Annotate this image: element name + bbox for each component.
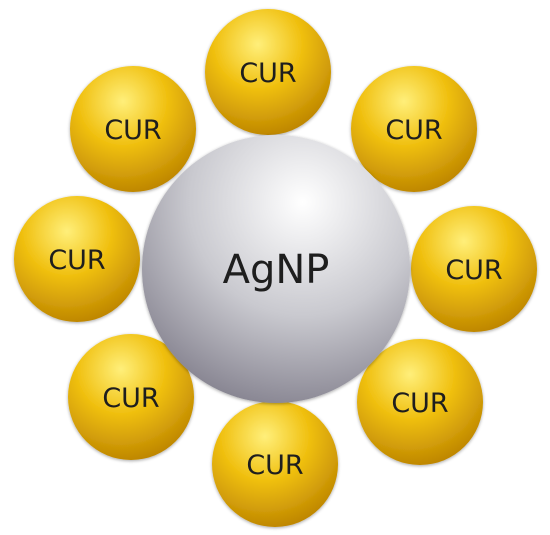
ligand-layer: CUR CUR CUR CUR CUR CUR CUR CUR bbox=[14, 9, 537, 527]
cur-ligand-label: CUR bbox=[445, 255, 502, 286]
cur-ligand-label: CUR bbox=[48, 245, 105, 276]
cur-ligand-label: CUR bbox=[385, 115, 442, 146]
cur-ligand-label: CUR bbox=[246, 450, 303, 481]
cur-ligand-label: CUR bbox=[102, 383, 159, 414]
cur-ligand-sphere: CUR bbox=[351, 66, 477, 192]
cur-ligand-circle bbox=[351, 66, 477, 192]
agnp-core-sphere: AgNP bbox=[142, 135, 410, 403]
cur-ligand-circle bbox=[70, 66, 196, 192]
cur-ligand-circle bbox=[68, 334, 194, 460]
cur-ligand-circle bbox=[14, 196, 140, 322]
cur-ligand-sphere: CUR bbox=[357, 339, 483, 465]
cur-ligand-circle bbox=[205, 9, 331, 135]
agnp-core-circle bbox=[142, 135, 410, 403]
cur-ligand-sphere: CUR bbox=[14, 196, 140, 322]
cur-ligand-circle bbox=[411, 206, 537, 332]
cur-ligand-sphere: CUR bbox=[411, 206, 537, 332]
cur-ligand-circle bbox=[357, 339, 483, 465]
cur-ligand-sphere: CUR bbox=[205, 9, 331, 135]
cur-ligand-label: CUR bbox=[104, 115, 161, 146]
cur-ligand-label: CUR bbox=[391, 388, 448, 419]
agnp-core-label: AgNP bbox=[223, 247, 330, 293]
cur-ligand-circle bbox=[212, 401, 338, 527]
cur-ligand-sphere: CUR bbox=[212, 401, 338, 527]
cur-ligand-label: CUR bbox=[239, 58, 296, 89]
cur-ligand-sphere: CUR bbox=[68, 334, 194, 460]
cur-ligand-sphere: CUR bbox=[70, 66, 196, 192]
